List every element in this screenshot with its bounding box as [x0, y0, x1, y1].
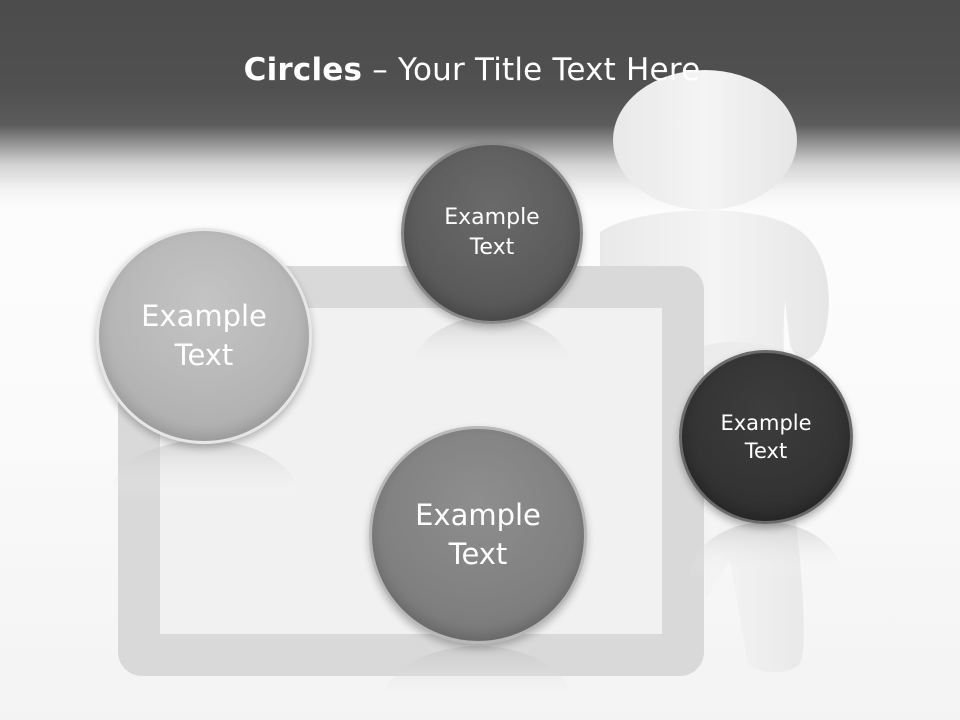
circle-right-label: Example Text: [720, 410, 812, 463]
circle-reflections: [108, 316, 842, 706]
title-rest: – Your Title Text Here: [362, 52, 701, 88]
circle-left-label: Example Text: [141, 298, 267, 372]
title-bold: Circles: [243, 52, 363, 88]
circle-left: Example Text: [96, 228, 312, 444]
slide-title: Circles – Your Title Text Here: [0, 52, 944, 88]
circle-top-label: Example Text: [444, 205, 540, 260]
circle-middle: Example Text: [369, 426, 587, 644]
circle-right: Example Text: [679, 350, 853, 524]
circle-top: Example Text: [401, 142, 583, 324]
circle-middle-label: Example Text: [415, 497, 541, 571]
